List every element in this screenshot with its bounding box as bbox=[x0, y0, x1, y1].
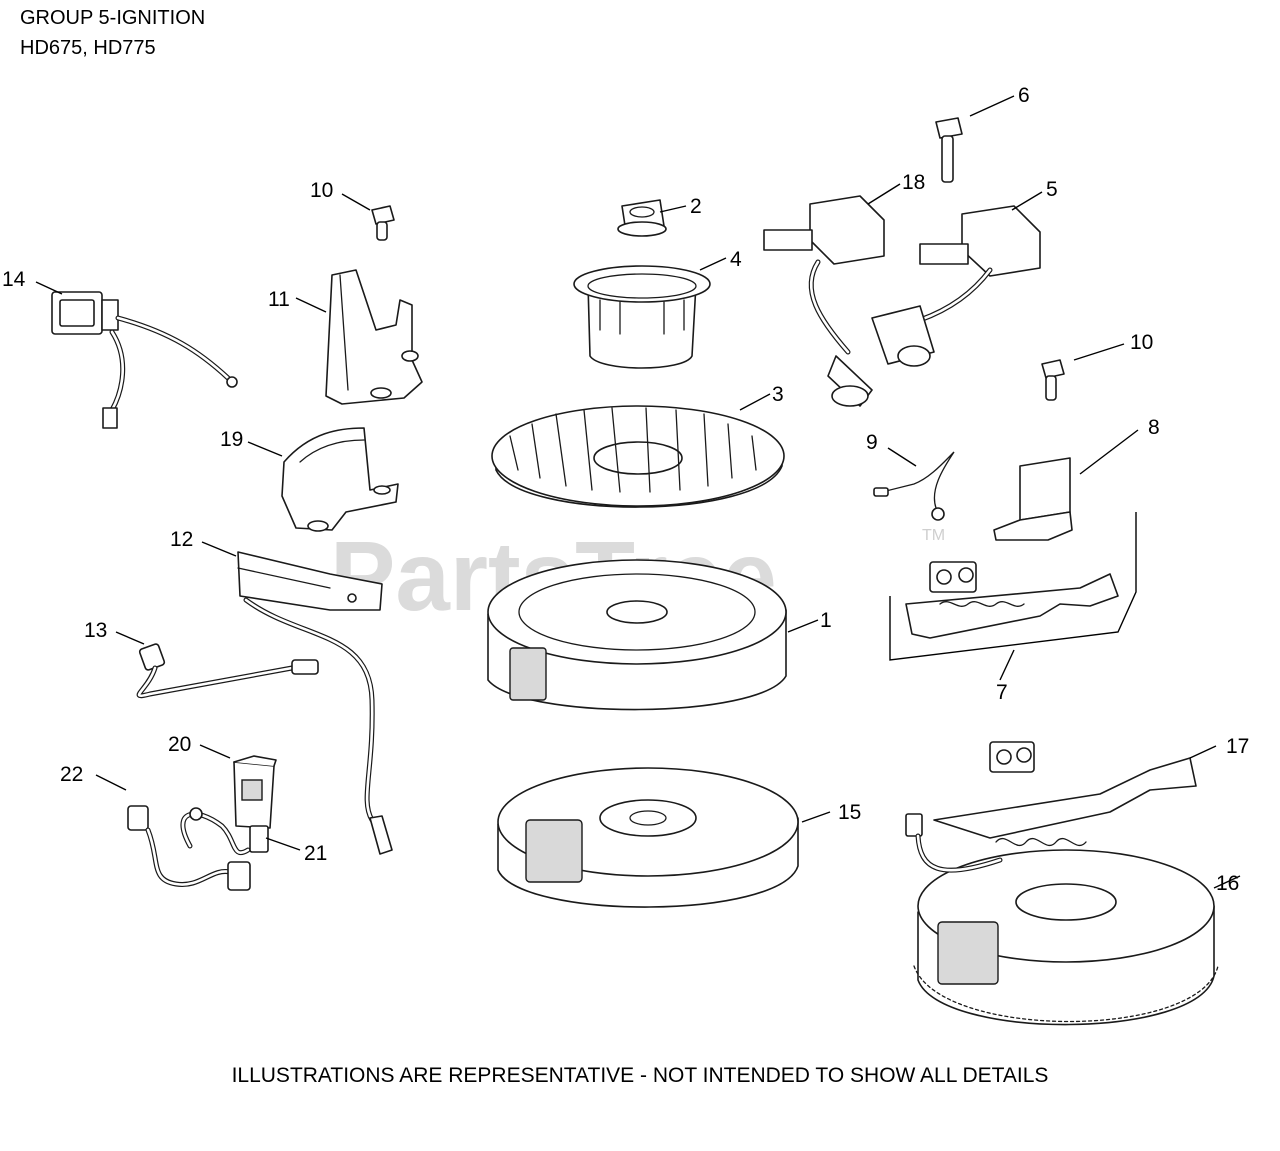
callout-7: 7 bbox=[996, 681, 1008, 704]
callout-6: 6 bbox=[1018, 84, 1030, 107]
callout-22: 22 bbox=[60, 763, 83, 786]
callout-1: 1 bbox=[820, 609, 832, 632]
callout-10-right: 10 bbox=[1130, 331, 1153, 354]
callout-21: 21 bbox=[304, 842, 327, 865]
callout-5: 5 bbox=[1046, 178, 1058, 201]
callout-4: 4 bbox=[730, 248, 742, 271]
part-14-connector[interactable] bbox=[51, 291, 238, 429]
part-6-bolt[interactable] bbox=[935, 117, 963, 183]
part-15-flywheel[interactable] bbox=[497, 767, 799, 908]
callout-15: 15 bbox=[838, 801, 861, 824]
part-1-flywheel[interactable] bbox=[487, 559, 787, 711]
diagram-title: GROUP 5-IGNITION bbox=[20, 7, 206, 29]
callout-11: 11 bbox=[268, 288, 290, 311]
callout-20: 20 bbox=[168, 733, 191, 756]
part-2-nut[interactable] bbox=[617, 199, 667, 237]
part-8-plate[interactable] bbox=[993, 457, 1073, 541]
part-12-module[interactable] bbox=[237, 551, 393, 855]
part-10-bolt-left[interactable] bbox=[371, 205, 395, 241]
callout-13: 13 bbox=[84, 619, 107, 642]
part-18-coil[interactable] bbox=[763, 195, 885, 407]
part-11-bracket[interactable] bbox=[325, 269, 423, 405]
callout-10-left: 10 bbox=[310, 179, 333, 202]
callout-14: 14 bbox=[2, 268, 26, 291]
callout-9: 9 bbox=[866, 431, 878, 454]
leader-lines bbox=[35, 95, 1241, 889]
callout-16: 16 bbox=[1216, 872, 1239, 895]
part-9-clip[interactable] bbox=[873, 451, 955, 521]
part-10-bolt-right[interactable] bbox=[1041, 359, 1065, 401]
callout-12: 12 bbox=[170, 528, 193, 551]
callout-19: 19 bbox=[220, 428, 243, 451]
part-7-governor[interactable] bbox=[889, 512, 1137, 661]
callout-8: 8 bbox=[1148, 416, 1160, 439]
part-13-lead[interactable] bbox=[136, 643, 319, 699]
callout-3: 3 bbox=[772, 383, 784, 406]
model-numbers: HD675, HD775 bbox=[20, 37, 156, 59]
part-17-governor[interactable] bbox=[905, 741, 1197, 873]
watermark-tm: TM bbox=[922, 527, 945, 544]
part-19-cover[interactable] bbox=[281, 427, 399, 532]
part-4-cup[interactable] bbox=[573, 265, 711, 369]
part-16-flywheel[interactable] bbox=[913, 849, 1219, 1026]
callout-2: 2 bbox=[690, 195, 702, 218]
callout-18: 18 bbox=[902, 171, 925, 194]
part-20-switch[interactable] bbox=[233, 755, 277, 829]
part-22-harness[interactable] bbox=[127, 805, 251, 891]
callout-numbers: 1 2 3 4 5 6 7 8 9 10 10 11 12 13 14 15 1… bbox=[2, 84, 1249, 895]
callout-17: 17 bbox=[1226, 735, 1249, 758]
part-5-coil[interactable] bbox=[871, 205, 1041, 367]
part-3-fan[interactable] bbox=[491, 405, 785, 508]
footer-disclaimer: ILLUSTRATIONS ARE REPRESENTATIVE - NOT I… bbox=[231, 1064, 1049, 1087]
part-21-harness[interactable] bbox=[180, 807, 269, 855]
